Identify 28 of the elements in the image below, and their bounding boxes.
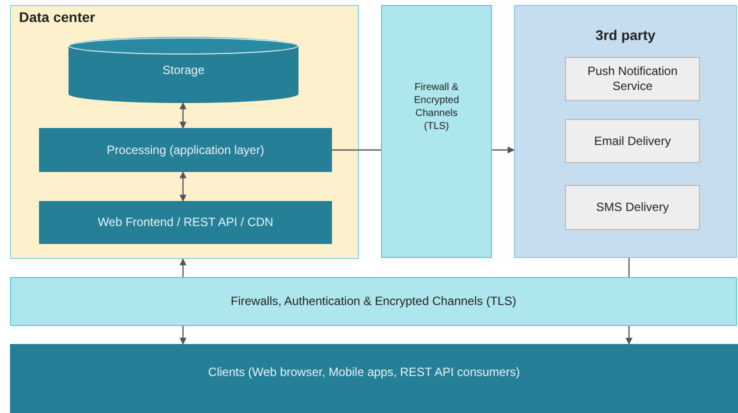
arrow <box>180 258 186 277</box>
third-party-panel <box>514 5 737 258</box>
arrow <box>492 146 515 154</box>
node-label: Processing (application layer) <box>106 142 264 158</box>
arrow <box>626 326 632 345</box>
process-box <box>39 128 332 172</box>
node-label: Storage <box>162 62 205 78</box>
panel-heading: Data center <box>19 10 96 25</box>
arrow <box>180 326 186 345</box>
data-center-panel <box>10 5 359 259</box>
service-box <box>565 57 700 101</box>
firewall-column <box>381 5 492 258</box>
clients-band <box>10 344 738 413</box>
service-box <box>565 119 700 163</box>
node-label: Clients (Web browser, Mobile apps, REST API consumers) <box>208 365 520 380</box>
process-box <box>39 201 332 244</box>
storage-cylinder <box>68 37 299 103</box>
node-label: Email Delivery <box>594 134 671 148</box>
node-label: Firewalls, Authentication & Encrypted Channels (TLS) <box>230 294 516 309</box>
node-label: Push Notification Service <box>586 64 679 94</box>
service-box <box>565 185 700 230</box>
node-label: Web Frontend / REST API / CDN <box>98 215 274 230</box>
node-label: Firewall & Encrypted Channels (TLS) <box>412 80 460 132</box>
security-band <box>10 277 737 326</box>
arrow <box>180 171 186 202</box>
node-label: SMS Delivery <box>596 200 669 215</box>
arrow <box>180 102 186 129</box>
panel-heading: 3rd party <box>594 28 656 43</box>
